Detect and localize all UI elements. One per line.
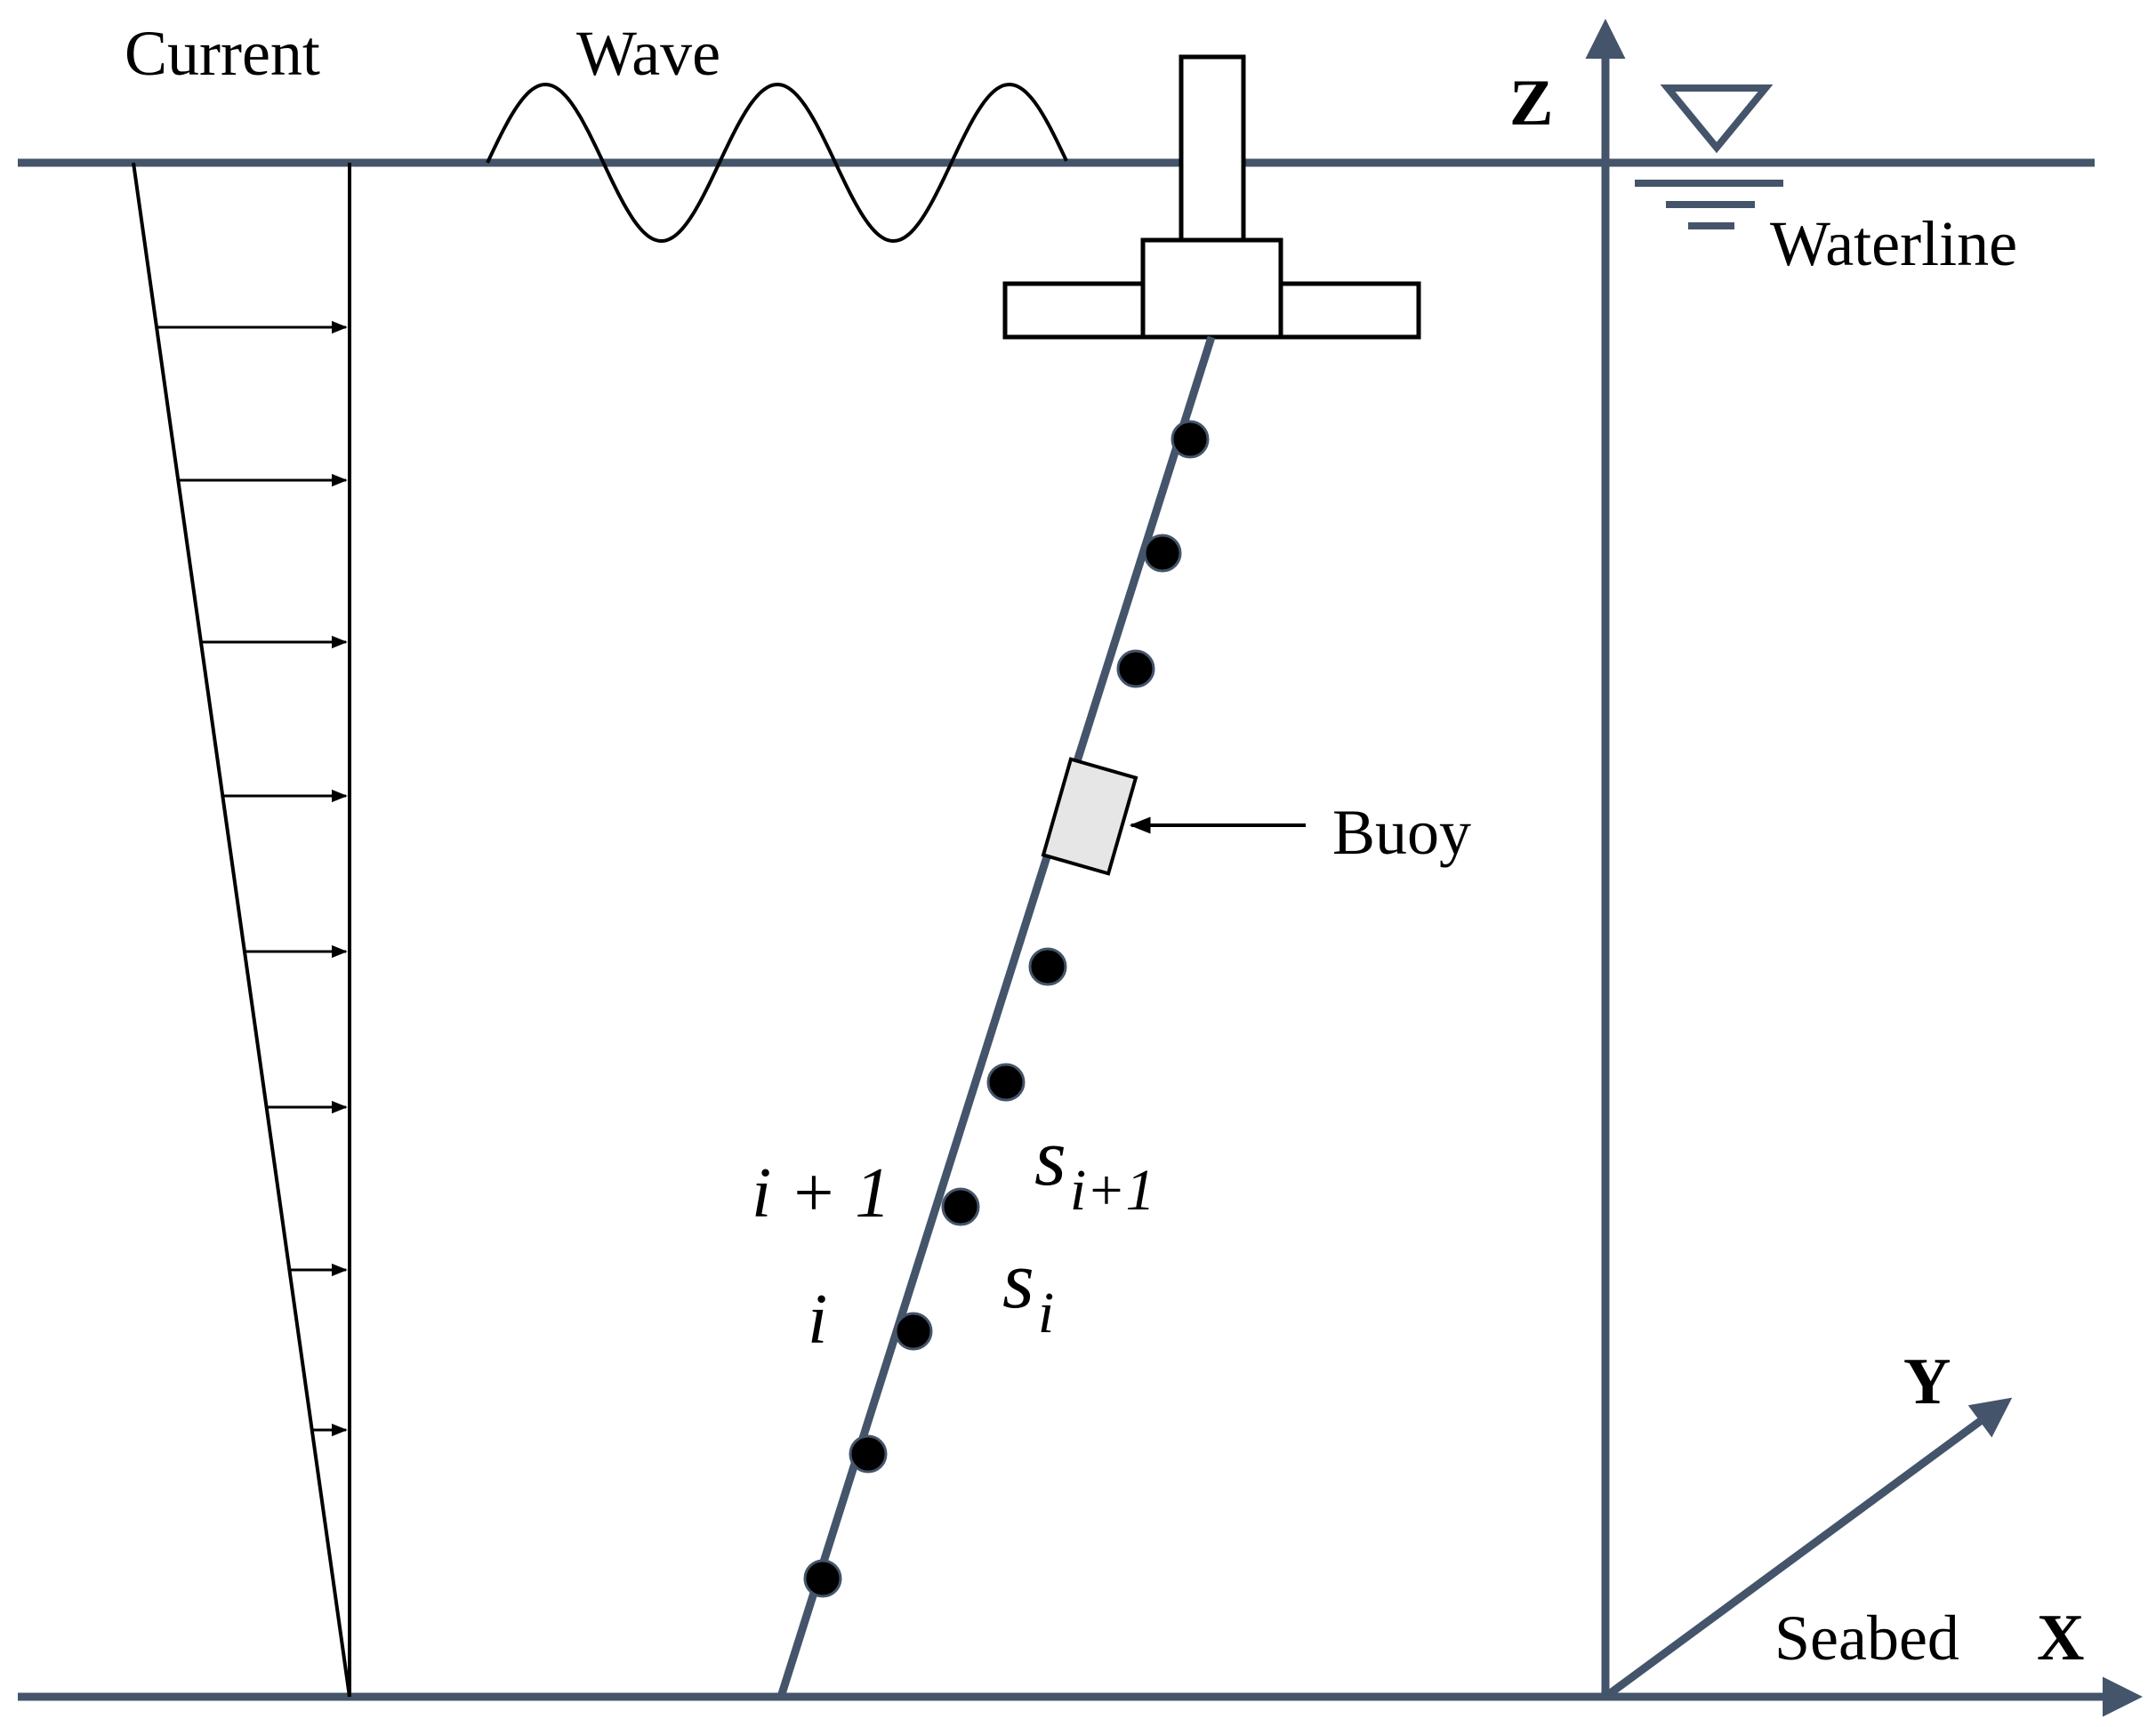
- buoy-label: Buoy: [1332, 797, 1471, 868]
- z-axis-label: Z: [1509, 67, 1553, 140]
- segment-next-sub: i+1: [1070, 1158, 1155, 1223]
- mooring-node: [1143, 534, 1182, 573]
- waterline-label: Waterline: [1770, 208, 2017, 279]
- segment-i-label: s i: [1002, 1234, 1054, 1345]
- buoy: [1041, 757, 1138, 876]
- x-axis-label: X: [2037, 1602, 2084, 1675]
- y-axis-label: Y: [1903, 1345, 1951, 1418]
- current-profile: [132, 162, 351, 1698]
- current-arrows: [157, 320, 348, 1437]
- mooring-node: [1171, 420, 1210, 459]
- seabed-label: Seabed: [1774, 1602, 1959, 1674]
- floating-platform: [1002, 54, 1421, 340]
- waterline-symbol: [1635, 84, 1783, 229]
- mooring-node: [849, 1434, 888, 1474]
- y-axis: [1603, 1397, 2013, 1700]
- mooring-node: [894, 1312, 933, 1351]
- mooring-line: [776, 335, 1216, 1699]
- current-label: Current: [125, 18, 320, 89]
- mooring-nodes: [803, 420, 1210, 1598]
- node-next-label: i + 1: [752, 1154, 890, 1233]
- mooring-node: [986, 1063, 1026, 1102]
- wave-curve: [486, 82, 1068, 244]
- segment-i-sub: i: [1038, 1281, 1054, 1345]
- mooring-node: [1116, 649, 1155, 688]
- mooring-node: [941, 1187, 980, 1226]
- current-profile-edge: [132, 162, 351, 1698]
- segment-next-label: s i+1: [1034, 1112, 1155, 1223]
- mooring-node: [803, 1559, 842, 1598]
- node-i-label: i: [808, 1281, 827, 1359]
- segment-i-base: s: [1002, 1234, 1034, 1325]
- mooring-node: [1028, 947, 1067, 986]
- segment-next-base: s: [1034, 1112, 1066, 1202]
- wave-label: Wave: [576, 18, 720, 89]
